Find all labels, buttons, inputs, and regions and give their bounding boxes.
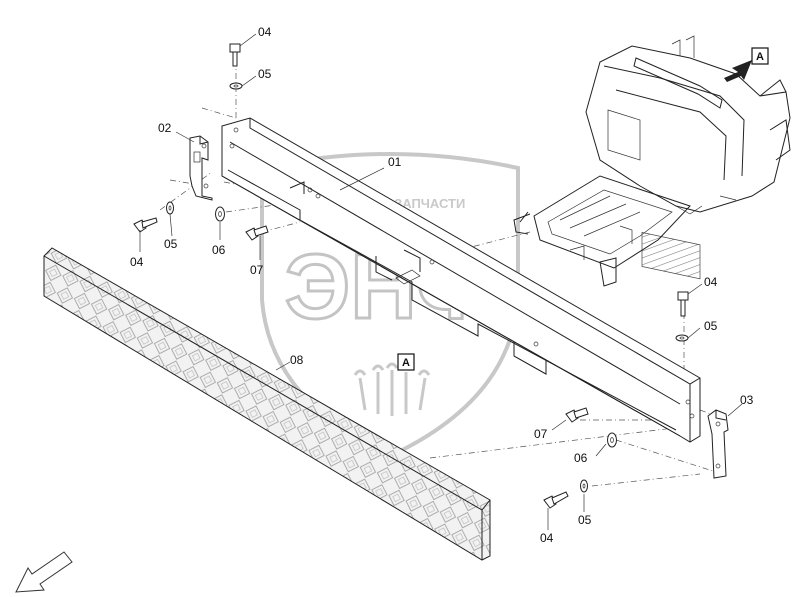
callout-04-top-left: 04 (258, 25, 272, 39)
part-08-mesh-panel (43, 247, 491, 561)
bolt-07-right-icon (565, 407, 589, 423)
callout-02: 02 (158, 121, 172, 135)
callout-01: 01 (388, 155, 402, 169)
bolt-04-left-icon (133, 217, 158, 233)
callout-04-left: 04 (130, 255, 144, 269)
washer-05-bottom-right-icon (580, 479, 588, 493)
washer-06-left-icon (215, 206, 225, 222)
leader-lines (139, 33, 743, 530)
view-direction-arrow-icon (724, 60, 752, 82)
bolt-04-bottom-right-icon (543, 491, 569, 509)
callout-labels: 04 05 02 01 05 06 04 07 08 04 05 03 07 0… (130, 25, 754, 545)
svg-text:A: A (402, 357, 410, 369)
bolt-07-left-icon (245, 225, 269, 241)
svg-text:A: A (756, 51, 764, 63)
part-03-right-mount-plate (707, 409, 729, 479)
view-marker-middle: A (397, 353, 415, 371)
callout-06-left: 06 (212, 243, 226, 257)
washer-06-right-icon (607, 432, 617, 448)
callout-06-right: 06 (574, 451, 588, 465)
view-marker-top: A (751, 47, 769, 65)
callout-05-top-left: 05 (258, 67, 272, 81)
callout-07-right: 07 (534, 427, 548, 441)
washer-05-right-icon (675, 334, 689, 342)
callout-05-right: 05 (704, 319, 718, 333)
callout-05-bottom-right: 05 (578, 513, 592, 527)
bolt-04-right-icon (677, 291, 689, 317)
direction-arrow-icon (15, 551, 73, 593)
machine-assembly: A (513, 35, 791, 287)
wheat-icon (353, 362, 431, 416)
callout-08: 08 (290, 353, 304, 367)
callout-04-bottom-right: 04 (540, 531, 554, 545)
callout-04-right: 04 (704, 275, 718, 289)
callout-07-left: 07 (250, 263, 264, 277)
callout-05-left: 05 (164, 237, 178, 251)
bolt-04-top-left-icon (229, 43, 241, 67)
callout-03: 03 (740, 393, 754, 407)
part-02-left-mount-plate (189, 135, 213, 201)
washer-05-top-left-icon (229, 82, 243, 90)
washer-05-left-icon (166, 201, 174, 215)
part-01-support-beam (221, 117, 701, 443)
